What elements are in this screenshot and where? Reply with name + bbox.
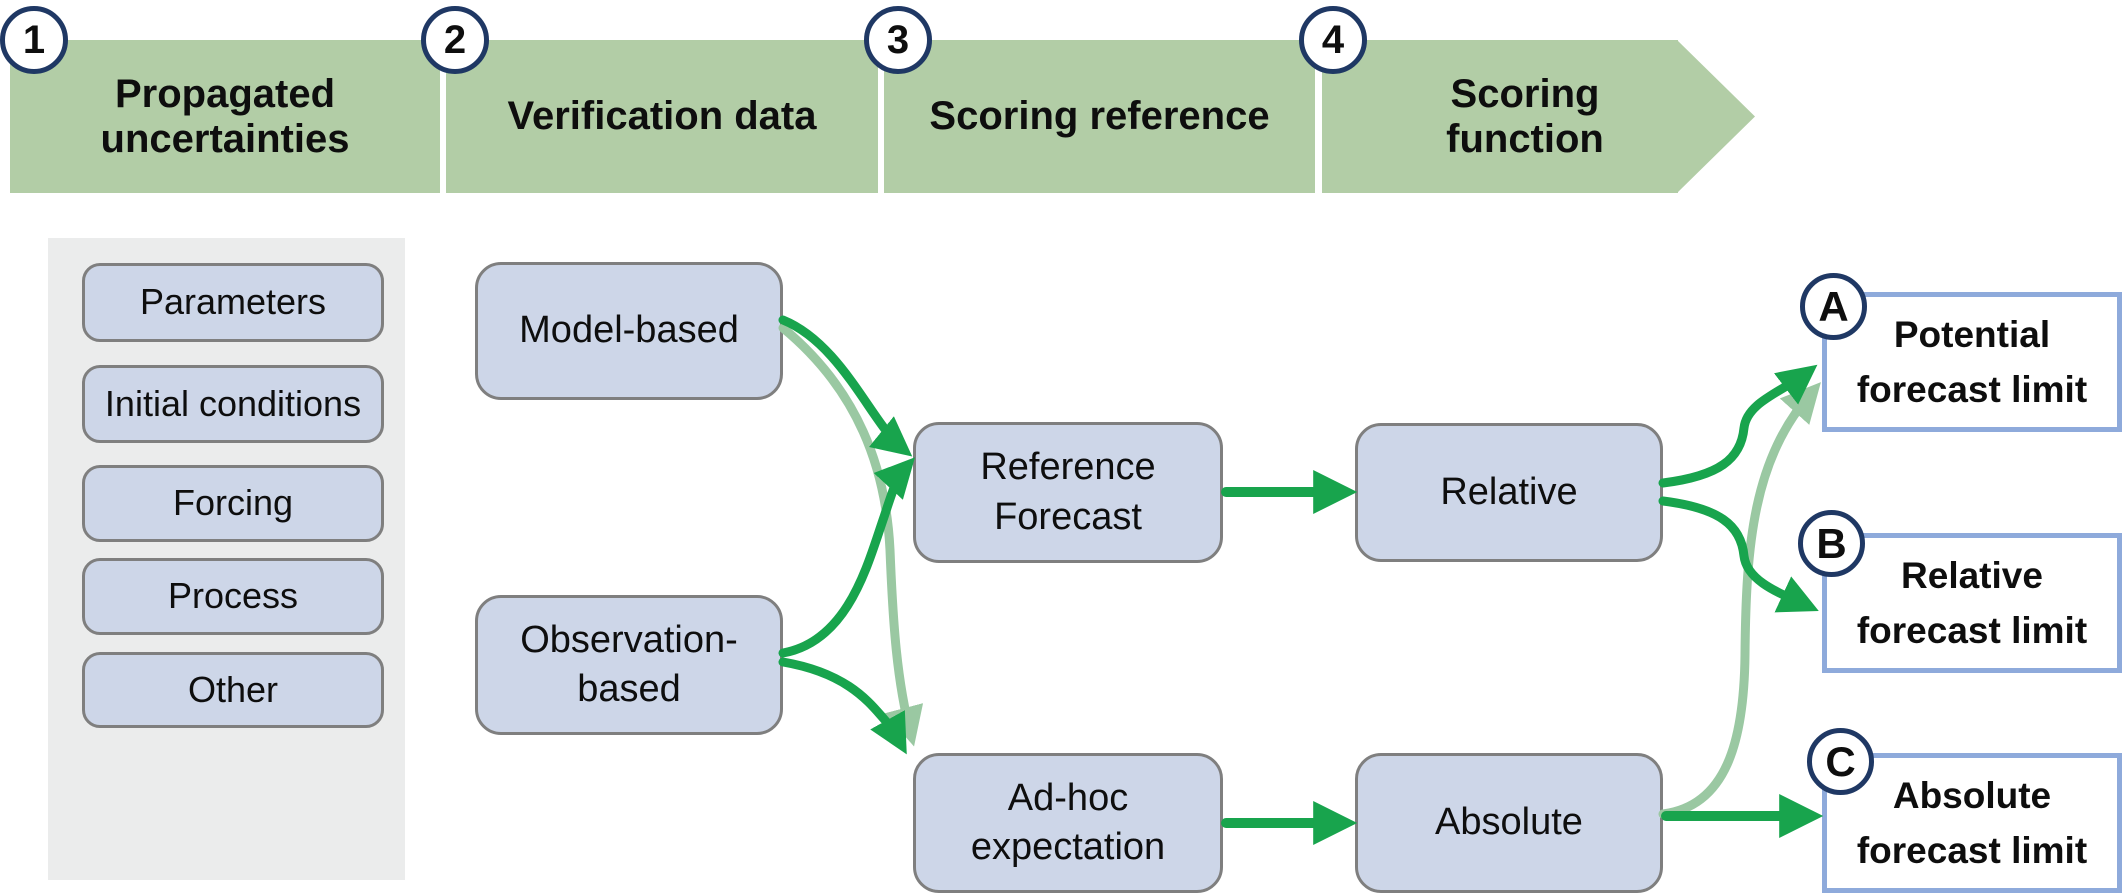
outcome-letter: C [1825,737,1856,785]
uncertainty-box-process: Process [82,558,384,635]
model-based-label: Model-based [519,309,739,352]
outcome-circle-a: A [1800,273,1867,340]
step-number-circle-1: 1 [0,6,68,74]
observation-based-label: Observation-based [520,618,738,710]
outcome-circle-b: B [1798,510,1865,577]
banner-step-label: Verification data [507,94,817,139]
absolute-box: Absolute [1355,753,1663,893]
uncertainty-label: Other [187,668,279,710]
arrow-absolute-to-potential [1658,382,1821,819]
outcome-label: Relative forecast limit [1856,554,2088,652]
banner-arrow-tip [1677,40,1755,193]
banner-step-label: Scoring reference [929,94,1270,139]
step-number: 2 [443,17,467,62]
uncertainty-box-other: Other [82,652,384,728]
uncertainty-label: Initial conditions [104,382,362,424]
uncertainty-label: Parameters [139,281,327,323]
arrow-relative-to-relative-limit [1658,496,1819,613]
observation-based-box: Observation-based [475,595,783,735]
adhoc-expectation-box: Ad-hoc expectation [913,753,1223,893]
model-based-box: Model-based [475,262,783,400]
step-number-circle-3: 3 [864,6,932,74]
arrow-model-to-adhoc [778,323,924,747]
step-number: 4 [1321,17,1345,62]
banner-step-label: Propagated uncertainties [100,71,350,161]
outcome-letter: A [1818,282,1849,330]
banner-step-verification-data: Verification data [446,40,878,193]
reference-forecast-box: Reference Forecast [913,422,1223,563]
absolute-label: Absolute [1435,801,1583,844]
banner-step-propagated-uncertainties: Propagated uncertainties [10,40,440,193]
step-number: 3 [886,17,910,62]
outcome-box-relative: Relative forecast limit [1822,533,2122,673]
outcome-box-absolute: Absolute forecast limit [1822,753,2122,893]
arrow-observation-to-reference [778,457,916,658]
adhoc-expectation-label: Ad-hoc expectation [970,776,1166,868]
step-number-circle-4: 4 [1299,6,1367,74]
relative-label: Relative [1440,470,1578,513]
outcome-box-potential: Potential forecast limit [1822,292,2122,432]
step-number: 1 [22,17,46,62]
banner-step-label: Scoring function [1446,71,1604,161]
outcome-circle-c: C [1807,728,1874,795]
outcome-label: Absolute forecast limit [1856,774,2088,872]
arrow-relative-to-potential [1658,364,1818,488]
reference-forecast-label: Reference Forecast [980,446,1156,538]
uncertainty-box-initial-conditions: Initial conditions [82,365,384,443]
uncertainty-label: Forcing [172,482,294,524]
outcome-letter: B [1816,519,1847,567]
step-number-circle-2: 2 [421,6,489,74]
banner-step-scoring-reference: Scoring reference [884,40,1315,193]
uncertainty-label: Process [167,575,299,617]
uncertainty-box-parameters: Parameters [82,263,384,342]
arrow-model-to-reference [778,315,913,457]
relative-box: Relative [1355,423,1663,562]
outcome-label: Potential forecast limit [1856,313,2088,411]
uncertainty-box-forcing: Forcing [82,465,384,542]
arrow-observation-to-adhoc [778,657,907,755]
banner-step-scoring-function: Scoring function [1322,40,1678,193]
